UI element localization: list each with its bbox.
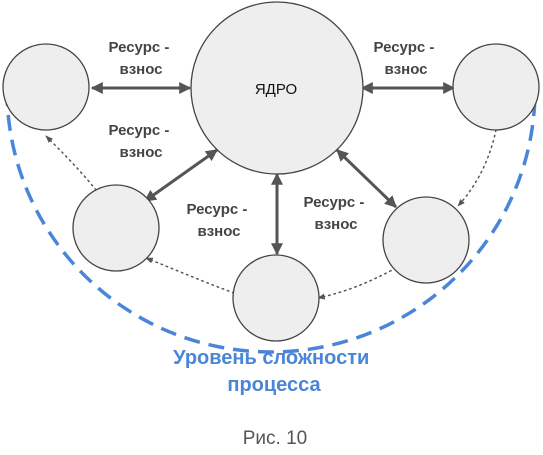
flow-arrow-bottom-to-left-lower bbox=[145, 257, 235, 294]
boundary-label: Уровень сложности процесса bbox=[173, 347, 375, 396]
arrow-core-right-lower bbox=[335, 148, 398, 209]
edge-label-center: Ресурс - взнос bbox=[186, 201, 251, 240]
node-right-upper bbox=[452, 43, 540, 131]
node-right-lower bbox=[382, 196, 470, 284]
figure-caption: Рис. 10 bbox=[243, 428, 307, 449]
core-label: ЯДРО bbox=[255, 81, 297, 98]
complexity-boundary-arc bbox=[5, 89, 537, 354]
node-bottom bbox=[232, 254, 320, 342]
edge-label-top-right: Ресурс - взнос bbox=[373, 39, 438, 78]
node-left-upper bbox=[2, 43, 90, 131]
edge-label-top-left: Ресурс - взнос bbox=[108, 39, 173, 78]
flow-arrow-right-upper-to-right-lower bbox=[457, 129, 497, 207]
core-node bbox=[190, 1, 364, 175]
arrow-core-left-lower bbox=[144, 148, 218, 203]
flow-arrow-right-lower-to-bottom bbox=[317, 267, 397, 300]
flow-arrow-left-lower-to-left-upper bbox=[45, 135, 97, 191]
edge-label-middle-right: Ресурс - взнос bbox=[303, 194, 368, 233]
edge-label-middle-left: Ресурс - взнос bbox=[108, 122, 173, 161]
node-left-lower bbox=[72, 184, 160, 272]
